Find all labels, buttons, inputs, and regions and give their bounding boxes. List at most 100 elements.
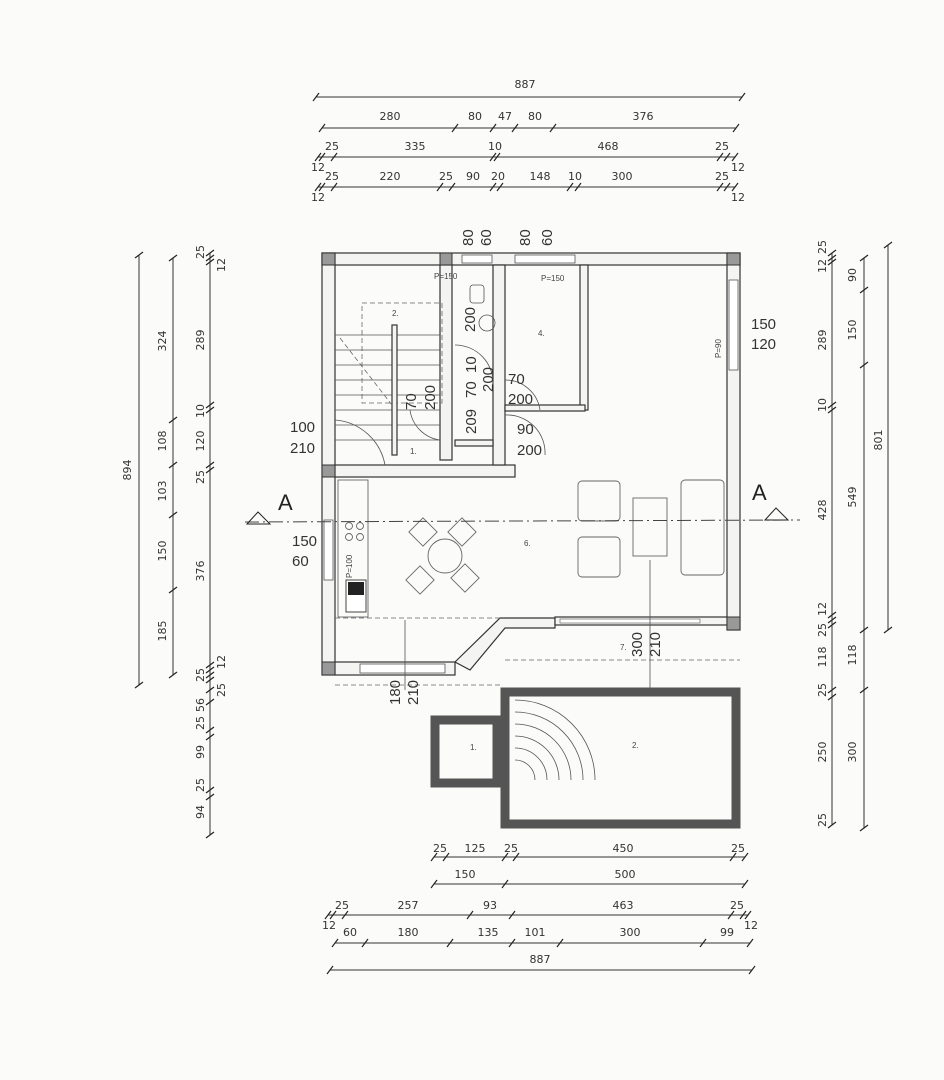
dimension-label: 118 [816, 647, 829, 668]
dimension-label: 25 [816, 240, 829, 254]
dimension-tick [729, 852, 737, 862]
dimension-tick [511, 123, 519, 133]
dimension-label: 257 [398, 899, 419, 912]
stair-treads [335, 324, 440, 456]
dimension-label: 549 [846, 487, 859, 508]
dimension-tick [556, 938, 564, 948]
dimension-tick [466, 910, 474, 920]
dimension-label: 280 [380, 110, 401, 123]
dimension-label: 185 [156, 621, 169, 642]
dimension-tick [489, 123, 497, 133]
dimension-tick [205, 466, 215, 474]
pool-label-small: 1. [470, 743, 477, 752]
dimension-label: 25 [433, 842, 447, 855]
dimension-tick [168, 586, 178, 594]
dimension-label: 25 [194, 668, 207, 682]
dimension-tick [827, 406, 837, 414]
dimension-tick [501, 852, 509, 862]
dimension-tick [314, 152, 322, 162]
dimension-label: 25 [325, 170, 339, 183]
dimension-tick [859, 824, 869, 832]
dimension-tick [827, 686, 837, 694]
dimension-label: 12 [215, 655, 228, 669]
dimension-label: 25 [194, 778, 207, 792]
dimension-label: 376 [633, 110, 654, 123]
room-label-terrace: 7. [620, 643, 627, 652]
dimension-tick [731, 182, 739, 192]
dimension-tick [883, 241, 893, 249]
dimension-tick [827, 258, 837, 266]
dimension-label: 25 [816, 813, 829, 827]
dimension-tick [827, 611, 837, 619]
dimension-label: 300 [612, 170, 633, 183]
right-window-width: 150 [751, 316, 776, 333]
dimension-tick [205, 661, 215, 669]
dimension-tick [731, 152, 739, 162]
dimension-label: 12 [816, 602, 829, 616]
room-label-4: 4. [538, 329, 545, 338]
sill-kitchen: P=100 [345, 554, 354, 578]
dimension-tick [168, 511, 178, 519]
dimension-label: 25 [816, 683, 829, 697]
dimension-tick [859, 626, 869, 634]
dimension-tick [205, 726, 215, 734]
section-line-a: A A [244, 480, 801, 525]
dimension-tick [827, 249, 837, 257]
sliding-door-height: 210 [647, 632, 664, 657]
dimension-label: 12 [311, 191, 325, 204]
dimension-tick [512, 852, 520, 862]
dimension-chain-left-0: 894 [121, 251, 144, 689]
dimension-label: 887 [515, 78, 536, 91]
dimension-tick [451, 123, 459, 133]
room-label-living: 6. [524, 539, 531, 548]
dimension-tick [205, 671, 215, 679]
section-marker-left: A [278, 490, 293, 515]
dimension-tick [741, 879, 749, 889]
dimension-tick [205, 258, 215, 266]
dimension-tick [508, 910, 516, 920]
dimension-tick [205, 254, 215, 262]
dimension-tick [566, 182, 574, 192]
dimension-label: 10 [488, 140, 502, 153]
dimension-tick [746, 938, 754, 948]
bath-height-200: 200 [462, 307, 479, 332]
dimension-tick [205, 733, 215, 741]
hall-width-209: 209 [463, 409, 480, 434]
dimension-label: 300 [846, 742, 859, 763]
dimension-label: 25 [439, 170, 453, 183]
dimension-label: 99 [720, 926, 734, 939]
building-walls [321, 252, 741, 690]
dimension-label: 60 [343, 926, 357, 939]
dimension-label: 150 [156, 541, 169, 562]
dimension-label: 289 [194, 330, 207, 351]
dimension-label: 25 [731, 842, 745, 855]
dimension-tick [361, 938, 369, 948]
dimension-tick [496, 182, 504, 192]
dimension-label: 450 [613, 842, 634, 855]
dimension-label: 180 [398, 926, 419, 939]
dimension-tick [168, 461, 178, 469]
dimension-tick [827, 616, 837, 624]
dimension-tick [205, 831, 215, 839]
kitchen-window-height: 60 [292, 553, 309, 570]
dimension-tick [326, 965, 334, 975]
dimension-tick [827, 401, 837, 409]
room-label-hall: 1. [410, 447, 417, 456]
dimension-label: 25 [816, 623, 829, 637]
dimension-tick [574, 182, 582, 192]
dimension-label: 120 [194, 431, 207, 452]
dimension-tick [827, 821, 837, 829]
dimension-tick [827, 693, 837, 701]
dimension-label: 335 [405, 140, 426, 153]
dimension-label: 80 [468, 110, 482, 123]
dimension-label: 108 [156, 431, 169, 452]
dimension-tick [446, 938, 454, 948]
stair-door-height: 200 [422, 385, 439, 410]
sill-bath: P=150 [434, 272, 458, 281]
pools [430, 687, 741, 829]
dimension-tick [741, 852, 749, 862]
